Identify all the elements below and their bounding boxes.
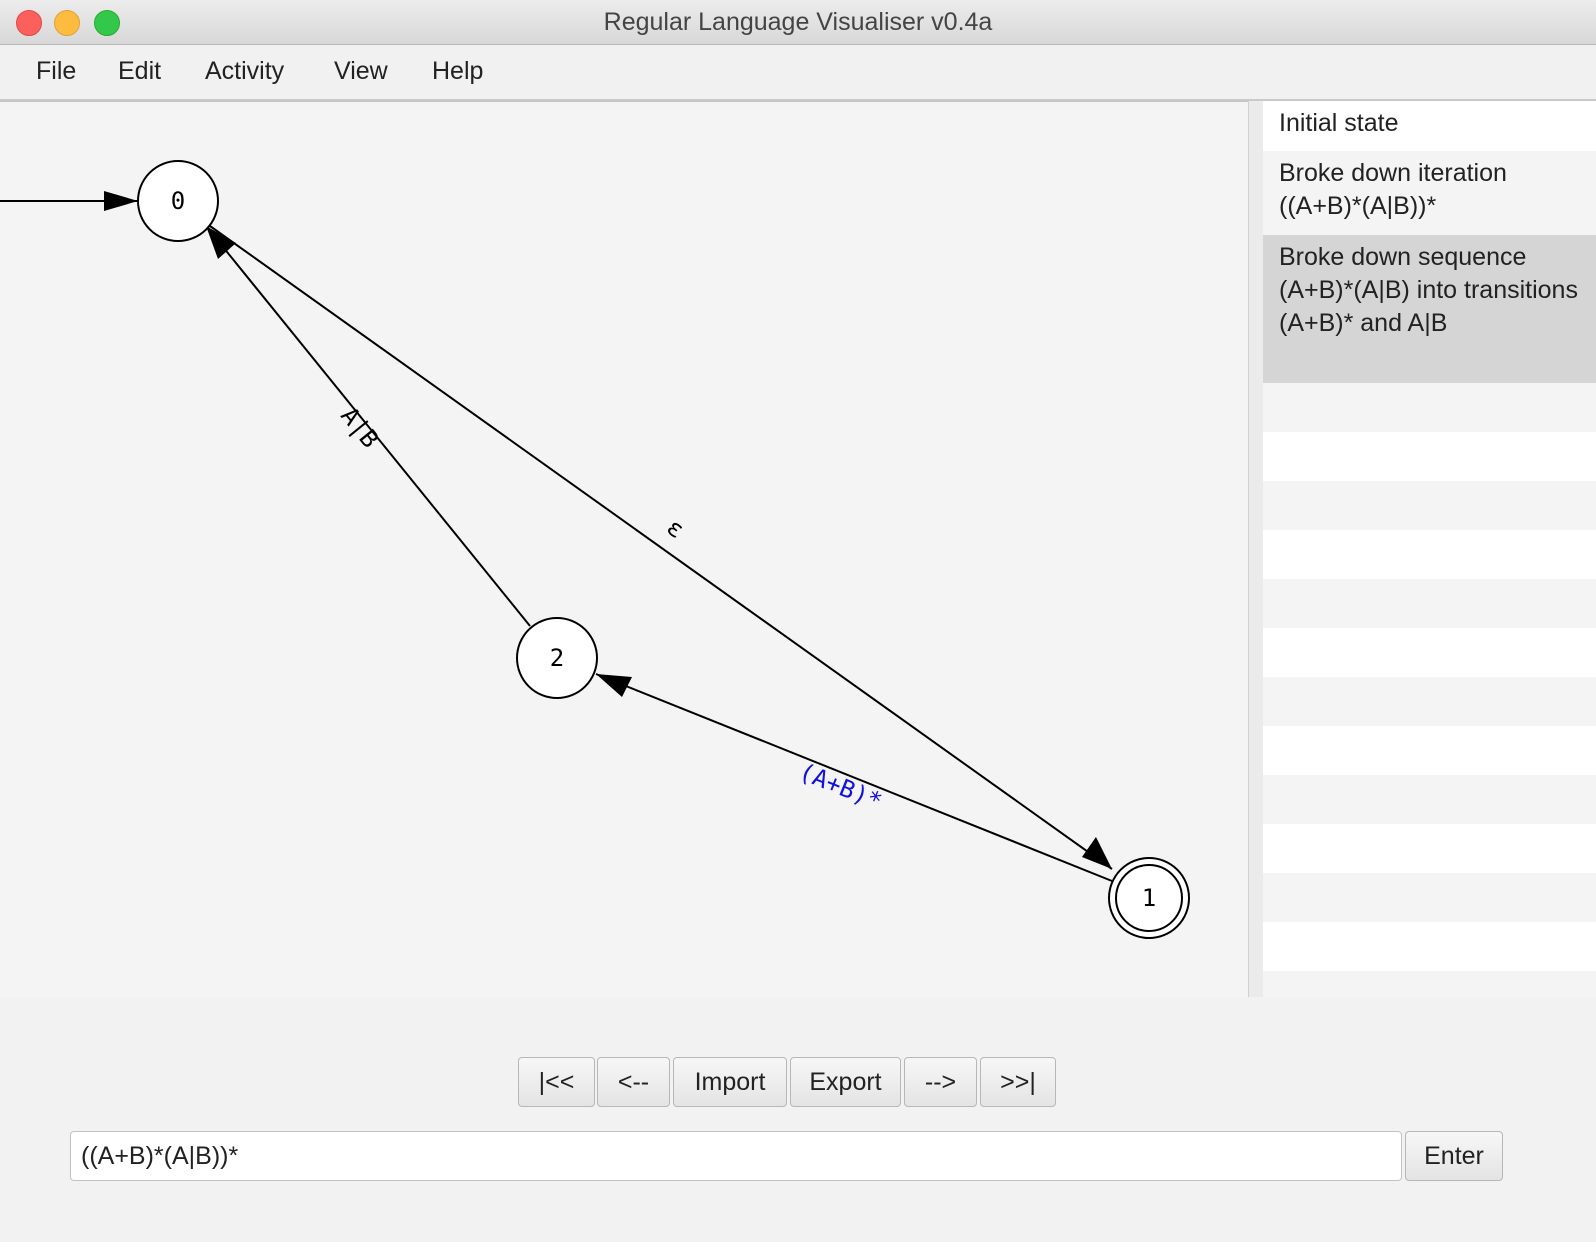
history-empty-row [1263, 726, 1596, 775]
history-empty-row [1263, 873, 1596, 922]
state-2[interactable]: 2 [516, 617, 598, 699]
import-button[interactable]: Import [673, 1057, 787, 1107]
regex-input[interactable] [70, 1131, 1402, 1181]
menu-help[interactable]: Help [432, 57, 484, 85]
history-item-text: Broke down sequence (A+B)*(A|B) into tra… [1279, 243, 1578, 337]
menu-file[interactable]: File [36, 57, 77, 85]
history-item-selected[interactable]: Broke down sequence (A+B)*(A|B) into tra… [1263, 235, 1596, 383]
automaton-canvas[interactable]: ε A|B (A+B)* 0 2 1 [0, 101, 1249, 999]
next-step-button[interactable]: --> [904, 1057, 977, 1107]
previous-step-button[interactable]: <-- [597, 1057, 670, 1107]
enter-button[interactable]: Enter [1405, 1131, 1503, 1181]
transition-label-epsilon: ε [661, 513, 689, 544]
history-item[interactable]: Initial state [1263, 101, 1596, 151]
arrowhead-1-to-2 [596, 674, 632, 697]
control-panel: |<< <-- Import Export --> >>| Enter [0, 997, 1596, 1242]
arrowhead-0-to-1 [1082, 837, 1112, 869]
initial-arrowhead [104, 191, 138, 211]
history-empty-row [1263, 579, 1596, 628]
history-empty-row [1263, 824, 1596, 873]
title-bar: Regular Language Visualiser v0.4a [0, 0, 1596, 45]
history-empty-row [1263, 481, 1596, 530]
history-empty-row [1263, 677, 1596, 726]
menu-activity[interactable]: Activity [205, 57, 285, 85]
history-empty-row [1263, 971, 1596, 997]
history-empty-row [1263, 432, 1596, 481]
transition-2-to-0[interactable] [205, 225, 531, 627]
history-empty-row [1263, 775, 1596, 824]
state-0[interactable]: 0 [137, 160, 219, 242]
transition-label-a-or-b: A|B [335, 402, 384, 453]
window-title: Regular Language Visualiser v0.4a [603, 8, 993, 36]
automaton-graph: ε A|B (A+B)* 0 2 1 [0, 160, 1190, 939]
arrowhead-2-to-0 [206, 226, 236, 259]
history-item-text: Initial state [1279, 109, 1399, 137]
minimize-window-button[interactable] [54, 10, 80, 36]
history-item[interactable]: Broke down iteration ((A+B)*(A|B))* [1263, 151, 1596, 235]
split-pane-divider[interactable] [1248, 101, 1264, 997]
history-empty-row [1263, 922, 1596, 971]
transition-label-a-plus-b-star: (A+B)* [795, 757, 886, 815]
transition-1-to-2[interactable] [595, 673, 1113, 882]
state-1-label: 1 [1142, 884, 1156, 912]
menu-edit[interactable]: Edit [118, 57, 162, 85]
export-button[interactable]: Export [790, 1057, 901, 1107]
last-step-button[interactable]: >>| [980, 1057, 1056, 1107]
transition-0-to-1[interactable] [209, 225, 1113, 870]
menu-bar: File Edit Activity View Help [0, 45, 1596, 101]
first-step-button[interactable]: |<< [518, 1057, 595, 1107]
state-2-label: 2 [550, 644, 564, 672]
history-item-text: Broke down iteration ((A+B)*(A|B))* [1279, 159, 1507, 220]
history-empty-row [1263, 628, 1596, 677]
history-empty-row [1263, 530, 1596, 579]
state-0-label: 0 [171, 187, 185, 215]
history-list[interactable]: Initial state Broke down iteration ((A+B… [1263, 101, 1596, 997]
close-window-button[interactable] [16, 10, 42, 36]
history-empty-row [1263, 383, 1596, 432]
state-1-accepting[interactable]: 1 [1108, 857, 1190, 939]
menu-view[interactable]: View [334, 57, 388, 85]
maximize-window-button[interactable] [94, 10, 120, 36]
